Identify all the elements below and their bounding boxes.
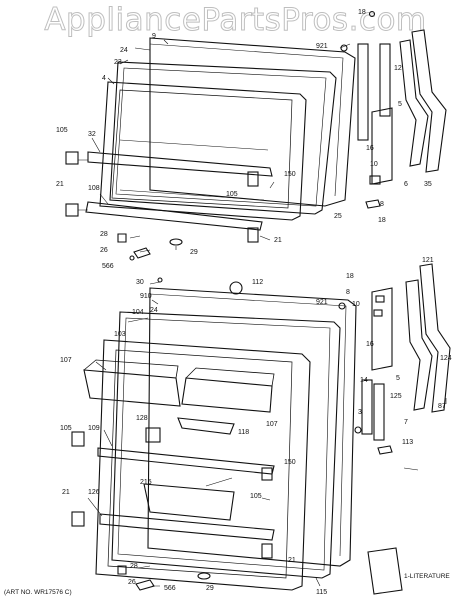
leader-lines	[78, 39, 447, 587]
callout-30: 30	[136, 279, 144, 286]
handle-6	[399, 39, 429, 167]
callout-921b: 921	[316, 299, 328, 306]
callout-18b: 18	[378, 217, 386, 224]
callout-21a: 21	[56, 181, 64, 188]
callout-105d: 105	[250, 493, 262, 500]
callout-105a: 105	[56, 127, 68, 134]
callout-4: 4	[102, 75, 106, 82]
freezer-outer-panel	[149, 37, 356, 207]
callout-5a: 5	[398, 101, 402, 108]
callout-21c: 21	[62, 489, 70, 496]
callout-23: 23	[114, 59, 122, 66]
watermark: AppliancePartsPros.com	[44, 2, 427, 39]
callout-105b: 105	[226, 191, 238, 198]
callout-910: 910	[140, 293, 152, 300]
tray-118	[177, 417, 235, 435]
callout-103: 103	[114, 331, 126, 338]
callout-24a: 24	[120, 47, 128, 54]
door-shelf-109	[97, 447, 275, 475]
callout-29a: 29	[190, 249, 198, 256]
dairy-bin-107b	[181, 377, 273, 413]
callout-104: 104	[132, 309, 144, 316]
callout-3: 3	[358, 409, 362, 416]
callout-118: 118	[238, 429, 249, 436]
callout-7: 7	[404, 419, 408, 426]
callout-25: 25	[334, 213, 342, 220]
freezer-shelf-32	[87, 151, 273, 177]
callout-18c: 18	[346, 273, 354, 280]
callout-14: 14	[360, 377, 368, 384]
shelf-clip-21c	[71, 511, 85, 527]
callout-215: 215	[140, 479, 152, 486]
callout-26a: 26	[100, 247, 108, 254]
callout-24b: 24	[150, 307, 158, 314]
callout-16b: 16	[366, 341, 374, 348]
callout-124: 124	[440, 355, 452, 362]
hinge-bar-12	[379, 43, 391, 117]
callout-12: 12	[394, 65, 402, 72]
callout-150b: 150	[284, 459, 296, 466]
handle-121	[419, 263, 451, 413]
callout-28b: 28	[130, 563, 138, 570]
fresh-food-door-liner	[95, 339, 311, 591]
callout-87: 87	[438, 403, 446, 410]
callout-107b: 107	[266, 421, 278, 428]
dairy-bin-107a	[83, 369, 181, 407]
handle-7	[405, 279, 433, 411]
callout-112: 112	[252, 279, 263, 286]
callout-107a: 107	[60, 357, 72, 364]
fresh-food-gasket	[111, 311, 341, 579]
callout-35: 35	[424, 181, 432, 188]
literature-sheet	[367, 547, 403, 595]
callout-9: 9	[152, 33, 156, 40]
callout-108: 108	[88, 185, 100, 192]
strip-14	[361, 379, 373, 435]
freezer-door-liner	[99, 81, 307, 221]
shelf-clip-105c	[71, 431, 85, 447]
callout-109: 109	[88, 425, 100, 432]
callout-8b: 8	[346, 289, 350, 296]
freezer-shelf-108	[85, 201, 263, 231]
callout-105c: 105	[60, 425, 72, 432]
callout-28a: 28	[100, 231, 108, 238]
callout-126: 126	[88, 489, 100, 496]
callout-18a: 18	[358, 9, 366, 16]
callout-6: 6	[404, 181, 408, 188]
fresh-food-door-assembly	[71, 263, 451, 595]
shelf-clip-21a	[65, 203, 79, 217]
handle-35	[411, 29, 447, 173]
callout-26b: 26	[128, 579, 136, 586]
callout-5b: 5	[396, 375, 400, 382]
door-shelf-126	[99, 513, 275, 541]
callout-113: 113	[402, 439, 413, 446]
freezer-gasket	[109, 61, 337, 215]
freezer-door-assembly	[65, 10, 447, 261]
callout-8a: 8	[380, 201, 384, 208]
callout-32: 32	[88, 131, 96, 138]
hinge-bracket-5	[371, 107, 393, 185]
callout-29b: 29	[206, 585, 214, 592]
callout-150a: 150	[284, 171, 296, 178]
callout-10a: 10	[370, 161, 378, 168]
callout-21d: 21	[288, 557, 296, 564]
callout-125: 125	[390, 393, 402, 400]
callout-21b: 21	[274, 237, 282, 244]
bin-215	[143, 483, 235, 521]
art-number: (ART NO. WR17576 C)	[4, 589, 72, 596]
callout-566a: 566	[102, 263, 114, 270]
shelf-clip-105a	[65, 151, 79, 165]
callout-115: 115	[316, 589, 327, 596]
literature-label: 1-LITERATURE	[404, 573, 450, 580]
hinge-bracket-5b	[371, 287, 393, 371]
callout-16a: 16	[366, 145, 374, 152]
strip-125	[373, 383, 385, 441]
fresh-food-outer-panel	[147, 287, 357, 567]
callout-10b: 10	[352, 301, 360, 308]
callout-128: 128	[136, 415, 148, 422]
callout-921a: 921	[316, 43, 328, 50]
callout-121: 121	[422, 257, 434, 264]
callout-566b: 566	[164, 585, 176, 592]
